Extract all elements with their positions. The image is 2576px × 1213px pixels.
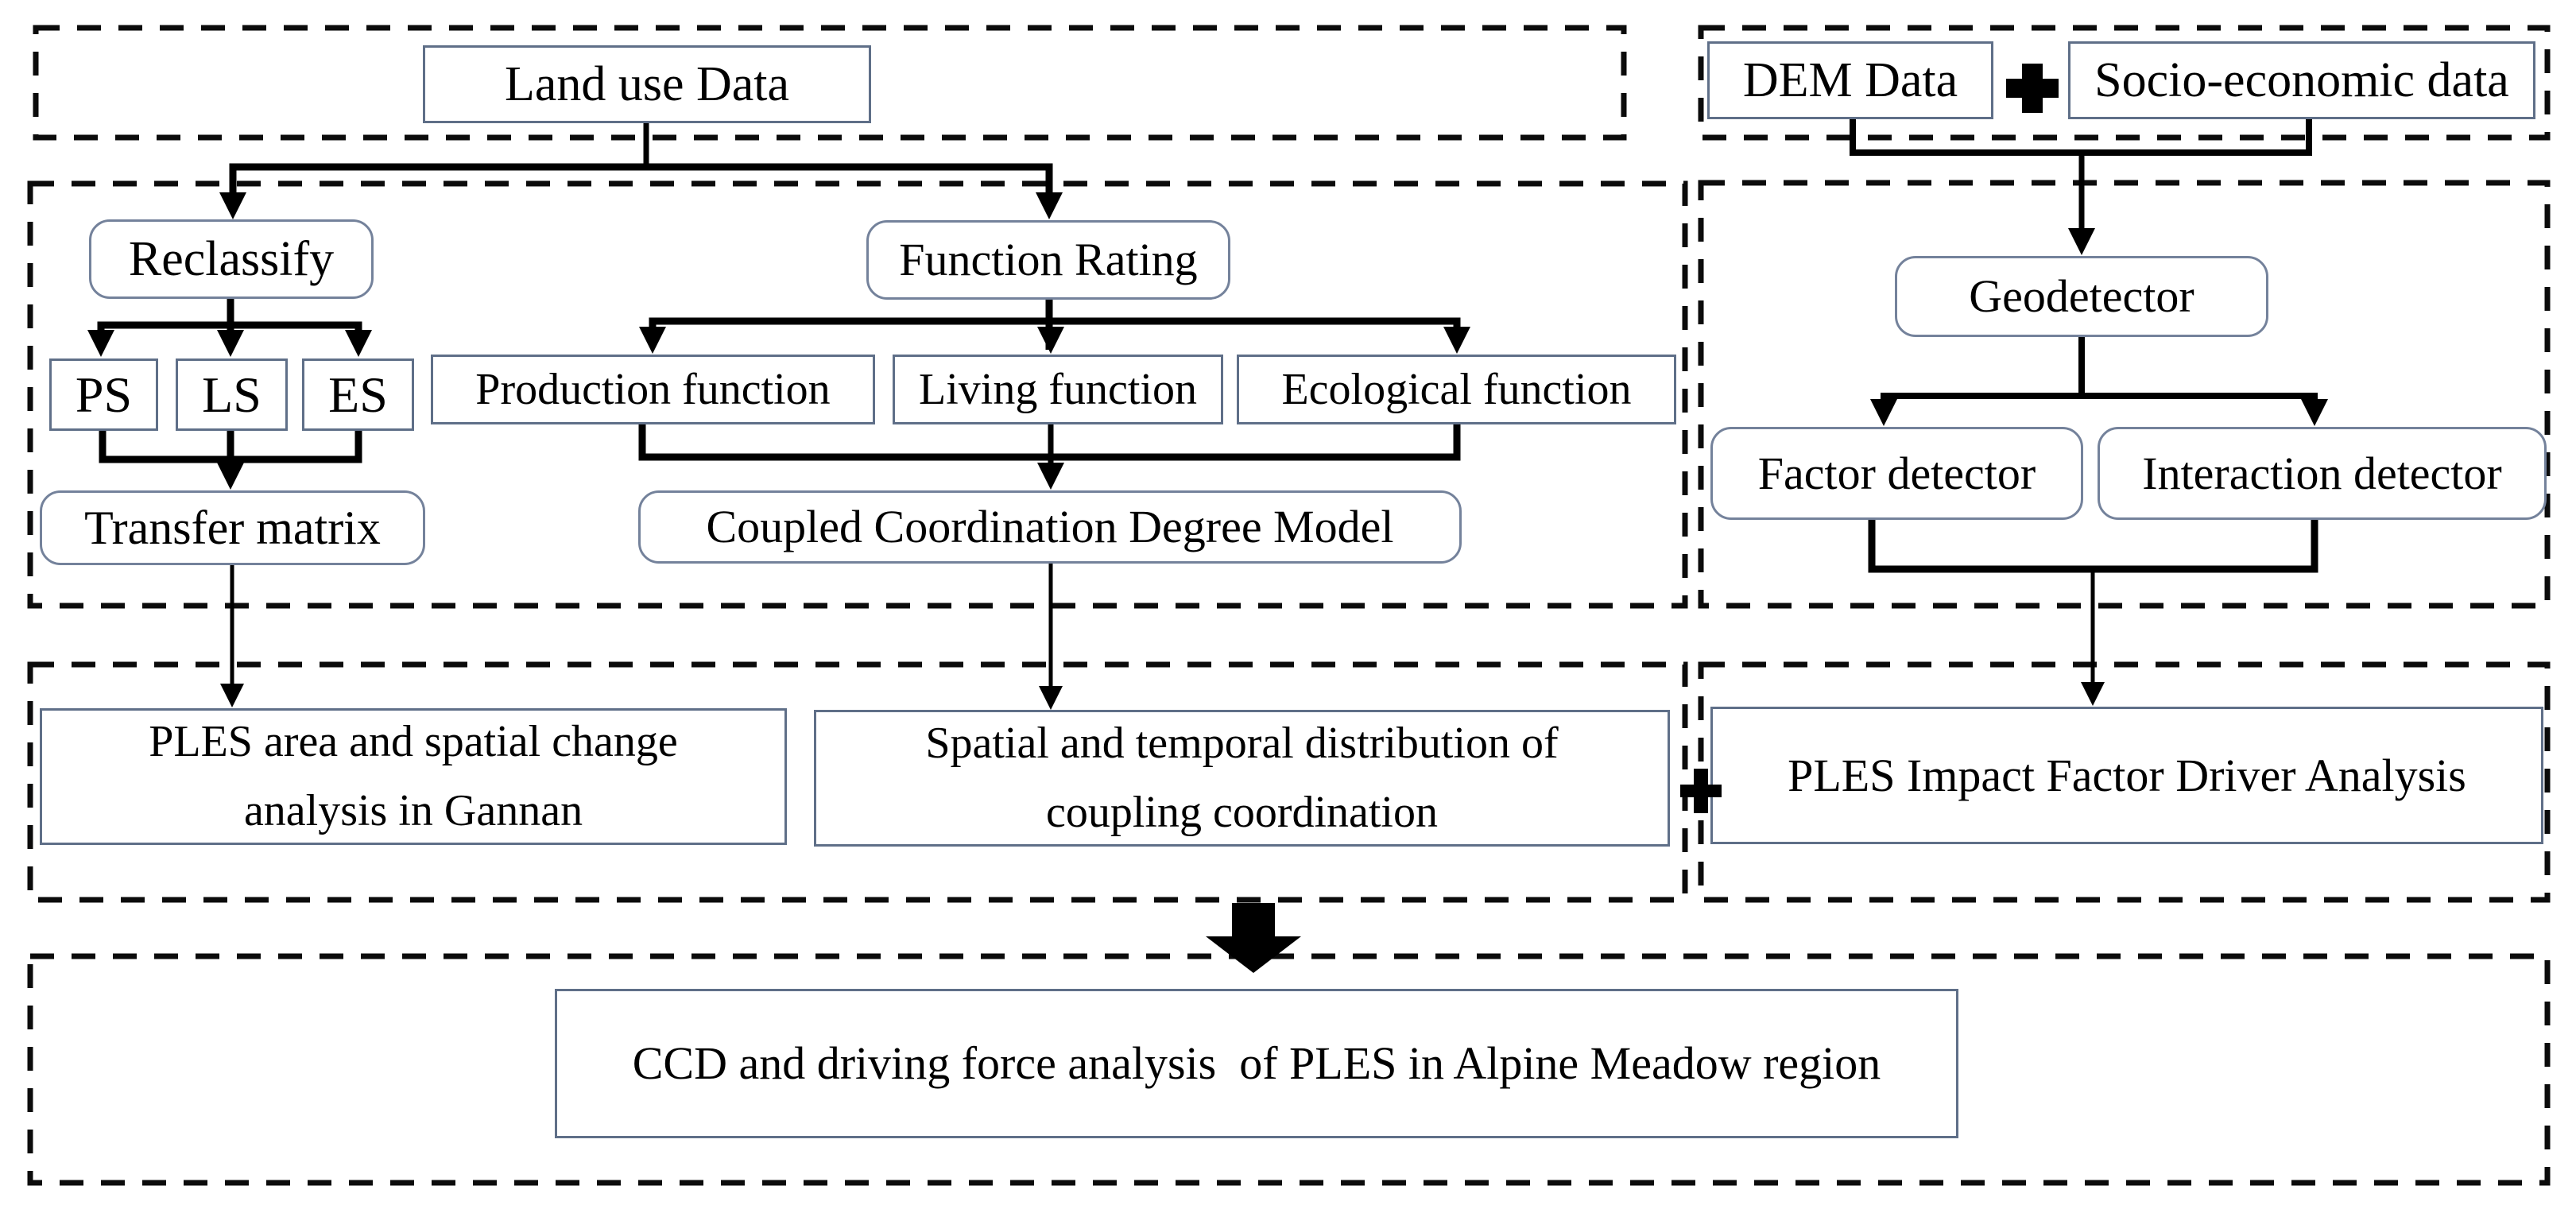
ccd-driving-force-box: CCD and driving force analysis of PLES i… (555, 989, 1958, 1138)
ples-impact-driver-label: PLES Impact Factor Driver Analysis (1788, 749, 2466, 801)
ps-label: PS (75, 366, 133, 423)
interaction-detector-box: Interaction detector (2098, 427, 2547, 520)
es-label: ES (328, 366, 388, 423)
living-function-label: Living function (919, 364, 1197, 414)
socio-economic-data-label: Socio-economic data (2094, 52, 2509, 107)
coupled-coordination-degree-model-box: Coupled Coordination Degree Model (638, 490, 1462, 564)
function-rating-label: Function Rating (899, 234, 1198, 286)
section-results-left (27, 661, 1688, 903)
geodetector-box: Geodetector (1895, 256, 2268, 337)
arrowhead-to-geodetector (2068, 228, 2095, 255)
reclassify-box: Reclassify (89, 219, 374, 299)
coupled-coordination-degree-model-label: Coupled Coordination Degree Model (706, 501, 1394, 553)
production-function-label: Production function (475, 364, 831, 414)
arrowhead-to-ls (217, 330, 244, 357)
section-land-use-input (33, 25, 1627, 141)
arrowhead-to-ples-area (220, 684, 244, 707)
geodetector-label: Geodetector (1969, 270, 2194, 323)
arrowhead-to-transfer-matrix (217, 463, 244, 490)
block-arrow-head (1206, 936, 1301, 973)
land-use-data-label: Land use Data (504, 56, 790, 111)
ecological-function-label: Ecological function (1281, 364, 1632, 414)
socio-economic-data-box: Socio-economic data (2068, 41, 2535, 119)
arrowhead-to-ecological (1443, 327, 1470, 354)
arrowhead-to-production (639, 327, 666, 354)
ps-box: PS (49, 358, 158, 431)
arrowhead-to-spatial (1039, 686, 1063, 710)
land-use-data-box: Land use Data (423, 45, 871, 123)
spatial-temporal-distribution-box: Spatial and temporal distribution of cou… (814, 710, 1670, 847)
ccd-driving-force-label: CCD and driving force analysis of PLES i… (632, 1037, 1881, 1090)
plus-icon (2006, 64, 2059, 113)
block-arrow-down-icon (1206, 903, 1301, 975)
arrowhead-to-ccdm (1037, 463, 1064, 490)
interaction-detector-label: Interaction detector (2142, 447, 2502, 499)
dem-data-box: DEM Data (1707, 41, 1993, 119)
ls-box: LS (176, 358, 288, 431)
production-function-box: Production function (431, 355, 875, 424)
section-classification-function (27, 180, 1688, 609)
dem-data-label: DEM Data (1742, 52, 1958, 107)
transfer-matrix-box: Transfer matrix (40, 490, 425, 565)
section-geodetector (1698, 180, 2551, 609)
ls-label: LS (202, 366, 261, 423)
arrowhead-to-factor-detector (1870, 399, 1897, 426)
ples-impact-driver-box: PLES Impact Factor Driver Analysis (1710, 707, 2543, 844)
plus-icon (1680, 769, 1722, 813)
arrowhead-to-living (1037, 327, 1064, 354)
arrowhead-to-es (345, 330, 372, 357)
es-box: ES (302, 358, 414, 431)
function-rating-box: Function Rating (866, 220, 1230, 300)
arrowhead-to-interaction-detector (2301, 399, 2328, 426)
arrowhead-to-ples-impact (2081, 682, 2105, 706)
connector-detectors-merge (1868, 519, 2318, 573)
connector-landuse-branch (229, 163, 1053, 199)
ples-area-analysis-box: PLES area and spatial change analysis in… (40, 708, 787, 845)
ecological-function-box: Ecological function (1237, 355, 1676, 424)
connector-geodetector-branch (1881, 393, 2318, 407)
block-arrow-stem (1232, 903, 1275, 936)
arrowhead-to-function-rating (1036, 192, 1063, 219)
transfer-matrix-label: Transfer matrix (84, 501, 381, 554)
ples-area-analysis-label: PLES area and spatial change analysis in… (149, 717, 678, 835)
spatial-temporal-distribution-label: Spatial and temporal distribution of cou… (925, 719, 1559, 837)
factor-detector-label: Factor detector (1757, 447, 2036, 499)
section-dem-socio-input (1698, 25, 2551, 141)
reclassify-label: Reclassify (128, 231, 335, 286)
arrowhead-to-reclassify (219, 192, 246, 219)
arrowhead-to-ps (87, 330, 114, 357)
factor-detector-box: Factor detector (1710, 427, 2083, 520)
living-function-box: Living function (893, 355, 1223, 424)
